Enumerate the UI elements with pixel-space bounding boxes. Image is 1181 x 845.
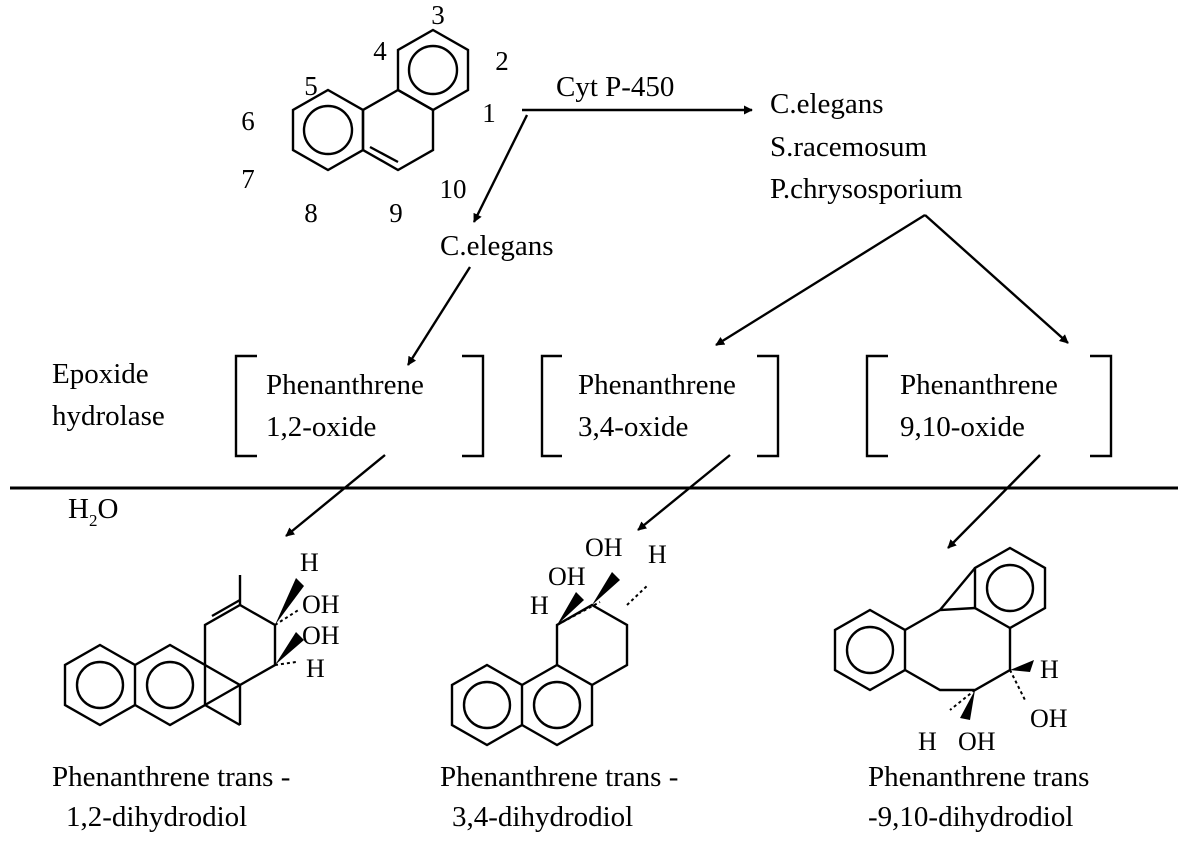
phenanthrene-structure (291, 28, 470, 172)
oxide-2-line1: Phenanthrene (578, 369, 736, 401)
position-6: 6 (241, 106, 255, 136)
oxide-bracket-1 (234, 354, 485, 458)
position-3: 3 (431, 0, 445, 30)
product-1-structure (63, 575, 304, 727)
position-2: 2 (495, 46, 509, 76)
position-4: 4 (373, 36, 387, 66)
p1-h-bottom: H (306, 654, 325, 683)
product-3-caption-line2: -9,10-dihydrodiol (868, 801, 1073, 833)
product-3-caption-line1: Phenanthrene trans (868, 761, 1089, 793)
c-elegans-left-label: C.elegans (440, 230, 554, 262)
organism-c-elegans: C.elegans (770, 88, 884, 120)
position-1: 1 (482, 98, 496, 128)
product-2-structure (450, 572, 649, 747)
p3-oh-left: OH (958, 727, 996, 756)
p2-h-lower: H (530, 591, 549, 620)
oxide-bracket-2 (540, 354, 780, 458)
p2-oh-upper: OH (585, 533, 623, 562)
position-7: 7 (241, 164, 255, 194)
product-2-caption-line1: Phenanthrene trans - (440, 761, 678, 793)
position-9: 9 (389, 198, 403, 228)
product-1-caption-line1: Phenanthrene trans - (52, 761, 290, 793)
p2-h-upper: H (648, 540, 667, 569)
p3-h-right: H (1040, 655, 1059, 684)
p2-oh-lower: OH (548, 562, 586, 591)
arrow-to-c-elegans (472, 114, 529, 223)
enzyme-label-line1: Epoxide (52, 358, 149, 390)
p3-h-left: H (918, 727, 937, 756)
p3-oh-right: OH (1030, 704, 1068, 733)
oxide-1-line2: 1,2-oxide (266, 411, 376, 443)
position-8: 8 (304, 198, 318, 228)
arrow-to-product-1 (285, 454, 386, 537)
oxide-3-line1: Phenanthrene (900, 369, 1058, 401)
oxide-bracket-3 (865, 354, 1113, 458)
arrow-to-3-4-oxide (715, 213, 926, 347)
oxide-1-line1: Phenanthrene (266, 369, 424, 401)
oxide-2-line2: 3,4-oxide (578, 411, 688, 443)
arrow-to-product-2 (637, 454, 731, 531)
water-label: H2O (68, 493, 118, 530)
organism-s-racemosum: S.racemosum (770, 131, 927, 163)
arrow-to-9-10-oxide (924, 214, 1069, 344)
arrow-to-1-2-oxide (406, 266, 472, 366)
oxide-3-line2: 9,10-oxide (900, 411, 1025, 443)
position-10: 10 (440, 174, 467, 204)
product-2-caption-line2: 3,4-dihydrodiol (452, 801, 633, 833)
p1-oh-1: OH (302, 590, 340, 619)
organism-p-chrysosporium: P.chrysosporium (770, 173, 963, 205)
p1-h-top: H (300, 548, 319, 577)
cyt-p450-label: Cyt P-450 (556, 71, 674, 103)
product-3-structure (833, 546, 1047, 720)
product-1-caption-line2: 1,2-dihydrodiol (66, 801, 247, 833)
arrow-to-product-3 (947, 454, 1041, 549)
p1-oh-2: OH (302, 621, 340, 650)
position-5: 5 (304, 71, 318, 101)
enzyme-label-line2: hydrolase (52, 400, 165, 432)
